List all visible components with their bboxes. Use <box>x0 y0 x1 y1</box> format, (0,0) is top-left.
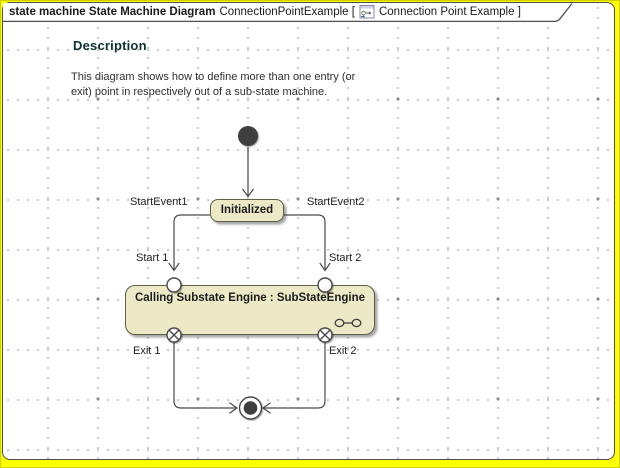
frame-title-tab <box>3 3 573 23</box>
exit-point-icon-exit2[interactable] <box>317 327 333 343</box>
transition-startevent1[interactable] <box>173 214 210 270</box>
state-calling-substate-engine[interactable]: Calling Substate Engine : SubStateEngine <box>125 285 375 335</box>
label-exit1[interactable]: Exit 1 <box>133 345 161 357</box>
frame-title-kind: state machine State Machine Diagram <box>9 6 216 18</box>
frame-title: state machine State Machine Diagram Conn… <box>9 4 521 20</box>
state-machine-diagram-icon <box>359 5 375 19</box>
state-initialized[interactable]: Initialized <box>210 199 284 222</box>
arrowhead-startevent2 <box>319 262 331 272</box>
entry-point-icon-start1[interactable] <box>166 277 182 293</box>
exit-point-icon-exit1[interactable] <box>166 327 182 343</box>
transition-exit1-to-final[interactable] <box>173 342 237 409</box>
label-start2[interactable]: Start 2 <box>329 252 362 264</box>
label-exit2[interactable]: Exit 2 <box>329 345 357 357</box>
label-startevent1[interactable]: StartEvent1 <box>130 196 188 208</box>
label-start1[interactable]: Start 1 <box>136 252 169 264</box>
arrowhead-initial <box>242 188 254 198</box>
state-initialized-label: Initialized <box>220 204 274 216</box>
transition-exit2-to-final[interactable] <box>263 342 326 409</box>
state-substate-label: Calling Substate Engine : SubStateEngine <box>134 292 366 304</box>
arrowhead-exit2 <box>261 402 271 414</box>
initial-state-icon[interactable] <box>238 126 258 146</box>
frame-title-diagram-name: Connection Point Example ] <box>378 6 521 18</box>
description-heading: Description <box>73 38 147 53</box>
entry-point-icon-start2[interactable] <box>317 277 333 293</box>
description-body: This diagram shows how to define more th… <box>71 71 356 98</box>
label-startevent2[interactable]: StartEvent2 <box>307 196 365 208</box>
frame-title-model: ConnectionPointExample [ <box>219 6 355 18</box>
arrowhead-startevent1 <box>168 262 180 272</box>
arrowhead-exit1 <box>229 402 239 414</box>
final-state-icon[interactable] <box>238 396 263 420</box>
submachine-icon <box>334 318 362 328</box>
transition-startevent2[interactable] <box>284 214 326 270</box>
diagram-canvas <box>2 2 615 460</box>
